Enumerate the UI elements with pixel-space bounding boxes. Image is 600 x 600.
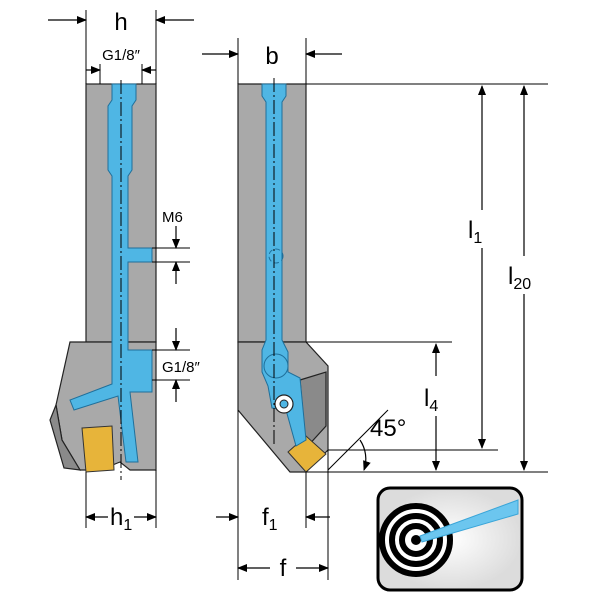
side-channel-port	[268, 248, 284, 264]
dim-l1-label: l1	[468, 217, 482, 247]
angle-line	[327, 409, 389, 471]
dim-g18-top-label: G1/8″	[102, 47, 141, 64]
front-insert-seat	[49, 402, 82, 471]
front-coolant-channel	[69, 83, 153, 463]
dim-f1-label: f1	[262, 504, 278, 534]
dim-b-label: b	[265, 43, 278, 70]
coolant-target-icon	[376, 486, 524, 592]
side-view: b l1 l20 l4 45° f1 f	[202, 38, 548, 582]
dim-f-label: f	[280, 555, 287, 582]
dim-l4-label: l4	[424, 385, 438, 415]
dim-m6-label: M6	[162, 209, 183, 226]
dim-l20-label: l20	[508, 263, 531, 293]
angle-arc	[359, 439, 371, 471]
coolant-jet	[419, 499, 519, 543]
dim-h1-label: h1	[110, 504, 132, 534]
dim-h-label: h	[114, 9, 127, 36]
front-view: h G1/8″ M6 G1/8″ h1	[48, 9, 201, 534]
dim-angle-label: 45°	[370, 415, 406, 442]
front-insert	[81, 425, 115, 473]
side-channel-junction	[263, 353, 289, 379]
dim-g18-side-label: G1/8″	[162, 359, 201, 376]
